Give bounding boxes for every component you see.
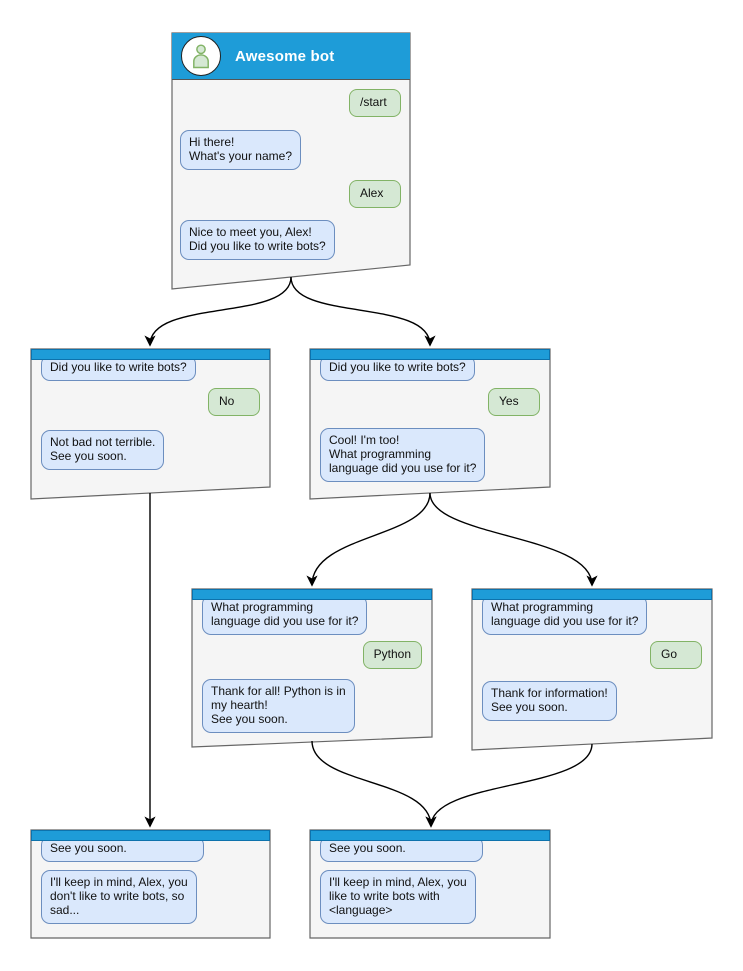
- window-header-strip: [192, 589, 432, 600]
- user-message-answer: No: [208, 388, 260, 416]
- user-message-name: Alex: [349, 180, 401, 208]
- chat-window-no-branch: Did you like to write bots? No Not bad n…: [31, 349, 270, 499]
- bot-message-reply: Not bad not terrible. See you soon.: [41, 430, 165, 470]
- main-titlebar: Awesome bot: [172, 33, 410, 80]
- bot-message-reply: Thank for information! See you soon.: [482, 681, 617, 721]
- chat-window-main: Awesome bot /start Hi there! What's your…: [172, 33, 410, 289]
- window-header-strip: [472, 589, 712, 600]
- bot-message-question: What programming language did you use fo…: [202, 595, 368, 635]
- window-header-strip: [310, 830, 550, 841]
- chat-window-title: Awesome bot: [235, 47, 335, 65]
- window-header-strip: [31, 349, 270, 360]
- bot-message-reply: I'll keep in mind, Alex, you like to wri…: [320, 870, 476, 924]
- person-icon: [193, 44, 209, 69]
- chat-window-end-no: See you soon. I'll keep in mind, Alex, y…: [31, 830, 270, 938]
- bot-message-reply: I'll keep in mind, Alex, you don't like …: [41, 870, 197, 924]
- bot-avatar: [181, 36, 221, 76]
- arrow-python-to-end: [311, 740, 437, 828]
- window-header-strip: [31, 830, 270, 841]
- user-message-answer: Python: [362, 641, 422, 669]
- window-header-strip: [310, 349, 550, 360]
- user-message-answer: Yes: [488, 388, 540, 416]
- bot-message-ask-name: Hi there! What's your name?: [180, 130, 302, 170]
- bot-message-reply: Cool! I'm too! What programming language…: [320, 428, 486, 482]
- user-message-answer: Go: [650, 641, 702, 669]
- bot-message-ask-bots: Nice to meet you, Alex! Did you like to …: [180, 220, 335, 260]
- arrow-go-to-end: [425, 743, 593, 828]
- bot-message-reply: Thank for all! Python is in my hearth! S…: [202, 679, 355, 733]
- arrow-main-to-yes: [290, 276, 436, 347]
- arrow-yes-to-go: [429, 492, 598, 587]
- arrow-yes-to-python: [306, 492, 431, 587]
- arrow-main-to-no: [144, 276, 292, 347]
- chat-window-python-branch: What programming language did you use fo…: [192, 589, 432, 747]
- chat-window-end-yes: See you soon. I'll keep in mind, Alex, y…: [310, 830, 550, 938]
- user-message-start: /start: [349, 89, 401, 117]
- chat-window-yes-branch: Did you like to write bots? Yes Cool! I'…: [310, 349, 550, 499]
- chat-window-go-branch: What programming language did you use fo…: [472, 589, 712, 750]
- bot-message-question: What programming language did you use fo…: [482, 595, 648, 635]
